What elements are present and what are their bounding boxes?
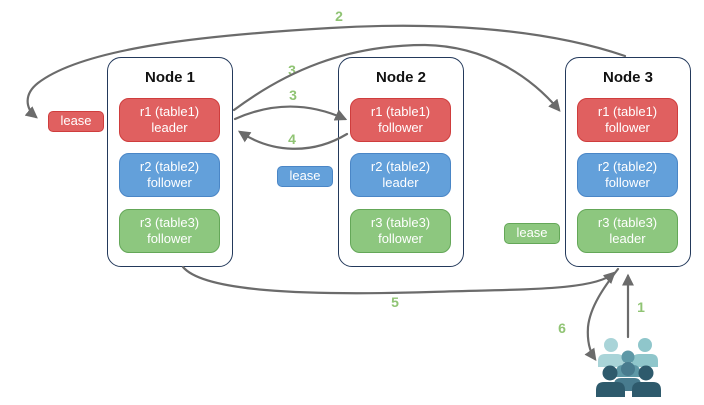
step-label-3a: 3 xyxy=(288,62,296,78)
node-3: Node 3 r1 (table1) follower r2 (table2) … xyxy=(565,57,691,267)
replica-role: leader xyxy=(382,175,419,190)
step-label-3b: 3 xyxy=(289,87,297,103)
person-icon xyxy=(598,338,624,367)
replica-role: follower xyxy=(378,231,423,246)
replica-name: r3 (table3) xyxy=(597,215,658,230)
replica-name: r1 (table1) xyxy=(370,104,431,119)
replica-role: follower xyxy=(147,231,192,246)
person-icon xyxy=(616,350,640,377)
replica-name: r3 (table3) xyxy=(139,215,200,230)
arrow-step-6 xyxy=(584,267,620,361)
node-2: Node 2 r1 (table1) follower r2 (table2) … xyxy=(338,57,464,267)
lease-label: lease xyxy=(289,168,321,183)
replica-node1-r2: r2 (table2) follower xyxy=(119,153,220,197)
person-icon xyxy=(632,338,658,367)
replica-node1-r1: r1 (table1) leader xyxy=(119,98,220,142)
replica-node3-r2: r2 (table2) follower xyxy=(577,153,678,197)
replica-role: follower xyxy=(605,120,650,135)
lease-label: lease xyxy=(60,113,92,128)
node-1: Node 1 r1 (table1) leader r2 (table2) fo… xyxy=(107,57,233,267)
replica-node2-r2: r2 (table2) leader xyxy=(350,153,451,197)
replica-node3-r3: r3 (table3) leader xyxy=(577,209,678,253)
step-label-4: 4 xyxy=(288,131,296,147)
node-1-title: Node 1 xyxy=(144,69,195,86)
replica-node2-r1: r1 (table1) follower xyxy=(350,98,451,142)
lease-label: lease xyxy=(516,225,548,240)
step-label-5: 5 xyxy=(391,294,399,310)
users-group-icon xyxy=(596,338,661,397)
arrow-step-3-to-node2 xyxy=(233,105,348,121)
person-icon xyxy=(596,365,625,397)
node-2-title: Node 2 xyxy=(375,69,426,86)
step-label-1: 1 xyxy=(637,299,645,315)
replica-role: follower xyxy=(378,120,423,135)
replica-role: leader xyxy=(609,231,646,246)
node-3-title: Node 3 xyxy=(602,69,653,86)
replica-name: r1 (table1) xyxy=(139,104,200,119)
replica-node1-r3: r3 (table3) follower xyxy=(119,209,220,253)
step-label-2: 2 xyxy=(335,8,343,24)
replica-role: leader xyxy=(151,120,188,135)
replica-node2-r3: r3 (table3) follower xyxy=(350,209,451,253)
arrow-step-5 xyxy=(181,265,616,295)
replica-name: r2 (table2) xyxy=(597,159,658,174)
person-icon xyxy=(614,362,641,391)
replica-name: r2 (table2) xyxy=(370,159,431,174)
replica-role: follower xyxy=(147,175,192,190)
person-icon xyxy=(632,365,661,397)
replica-name: r1 (table1) xyxy=(597,104,658,119)
replica-name: r3 (table3) xyxy=(370,215,431,230)
replica-name: r2 (table2) xyxy=(139,159,200,174)
lease-r2-badge: lease xyxy=(277,166,333,187)
step-label-6: 6 xyxy=(558,320,566,336)
replica-role: follower xyxy=(605,175,650,190)
replica-node3-r1: r1 (table1) follower xyxy=(577,98,678,142)
lease-r1-badge: lease xyxy=(48,111,104,132)
lease-r3-badge: lease xyxy=(504,223,560,244)
